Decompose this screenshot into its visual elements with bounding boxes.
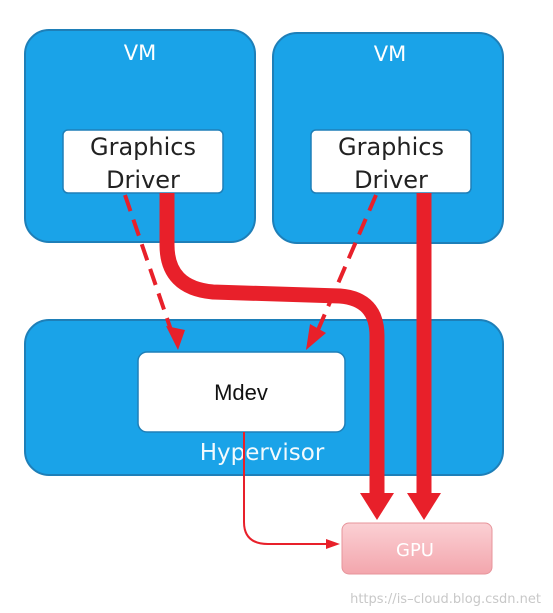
direct-arrow-left-driver-to-gpu xyxy=(159,193,394,520)
gpu-box xyxy=(341,522,493,575)
mdev-label: Mdev xyxy=(214,380,268,405)
dashed-arrow-right-driver-to-mdev xyxy=(306,194,378,350)
watermark-text: https://is–cloud.blog.csdn.net xyxy=(350,592,541,607)
direct-arrow-right-driver-to-gpu xyxy=(407,193,441,520)
vm-right: VM Graphics Driver xyxy=(272,32,504,244)
vm-left: VM Graphics Driver xyxy=(24,29,256,243)
vm-left-graphics-driver-box xyxy=(62,129,224,194)
vm-left-driver-line2: Driver xyxy=(106,166,180,194)
vm-left-title: VM xyxy=(124,41,156,65)
gpu-label: GPU xyxy=(396,540,434,561)
dashed-arrows xyxy=(123,194,378,350)
mdev-box xyxy=(137,351,346,433)
vm-right-driver-line2: Driver xyxy=(354,166,428,194)
dashed-arrow-left-driver-to-mdev xyxy=(123,194,185,350)
direct-arrows xyxy=(159,193,441,520)
mdev-to-gpu-arrow xyxy=(243,432,340,549)
hypervisor-label: Hypervisor xyxy=(200,440,325,466)
gpu: GPU xyxy=(341,522,493,575)
vm-right-driver-line1: Graphics xyxy=(338,133,444,161)
vm-right-graphics-driver-box xyxy=(310,129,472,194)
vm-left-driver-line1: Graphics xyxy=(90,133,196,161)
vm-right-title: VM xyxy=(374,42,406,66)
